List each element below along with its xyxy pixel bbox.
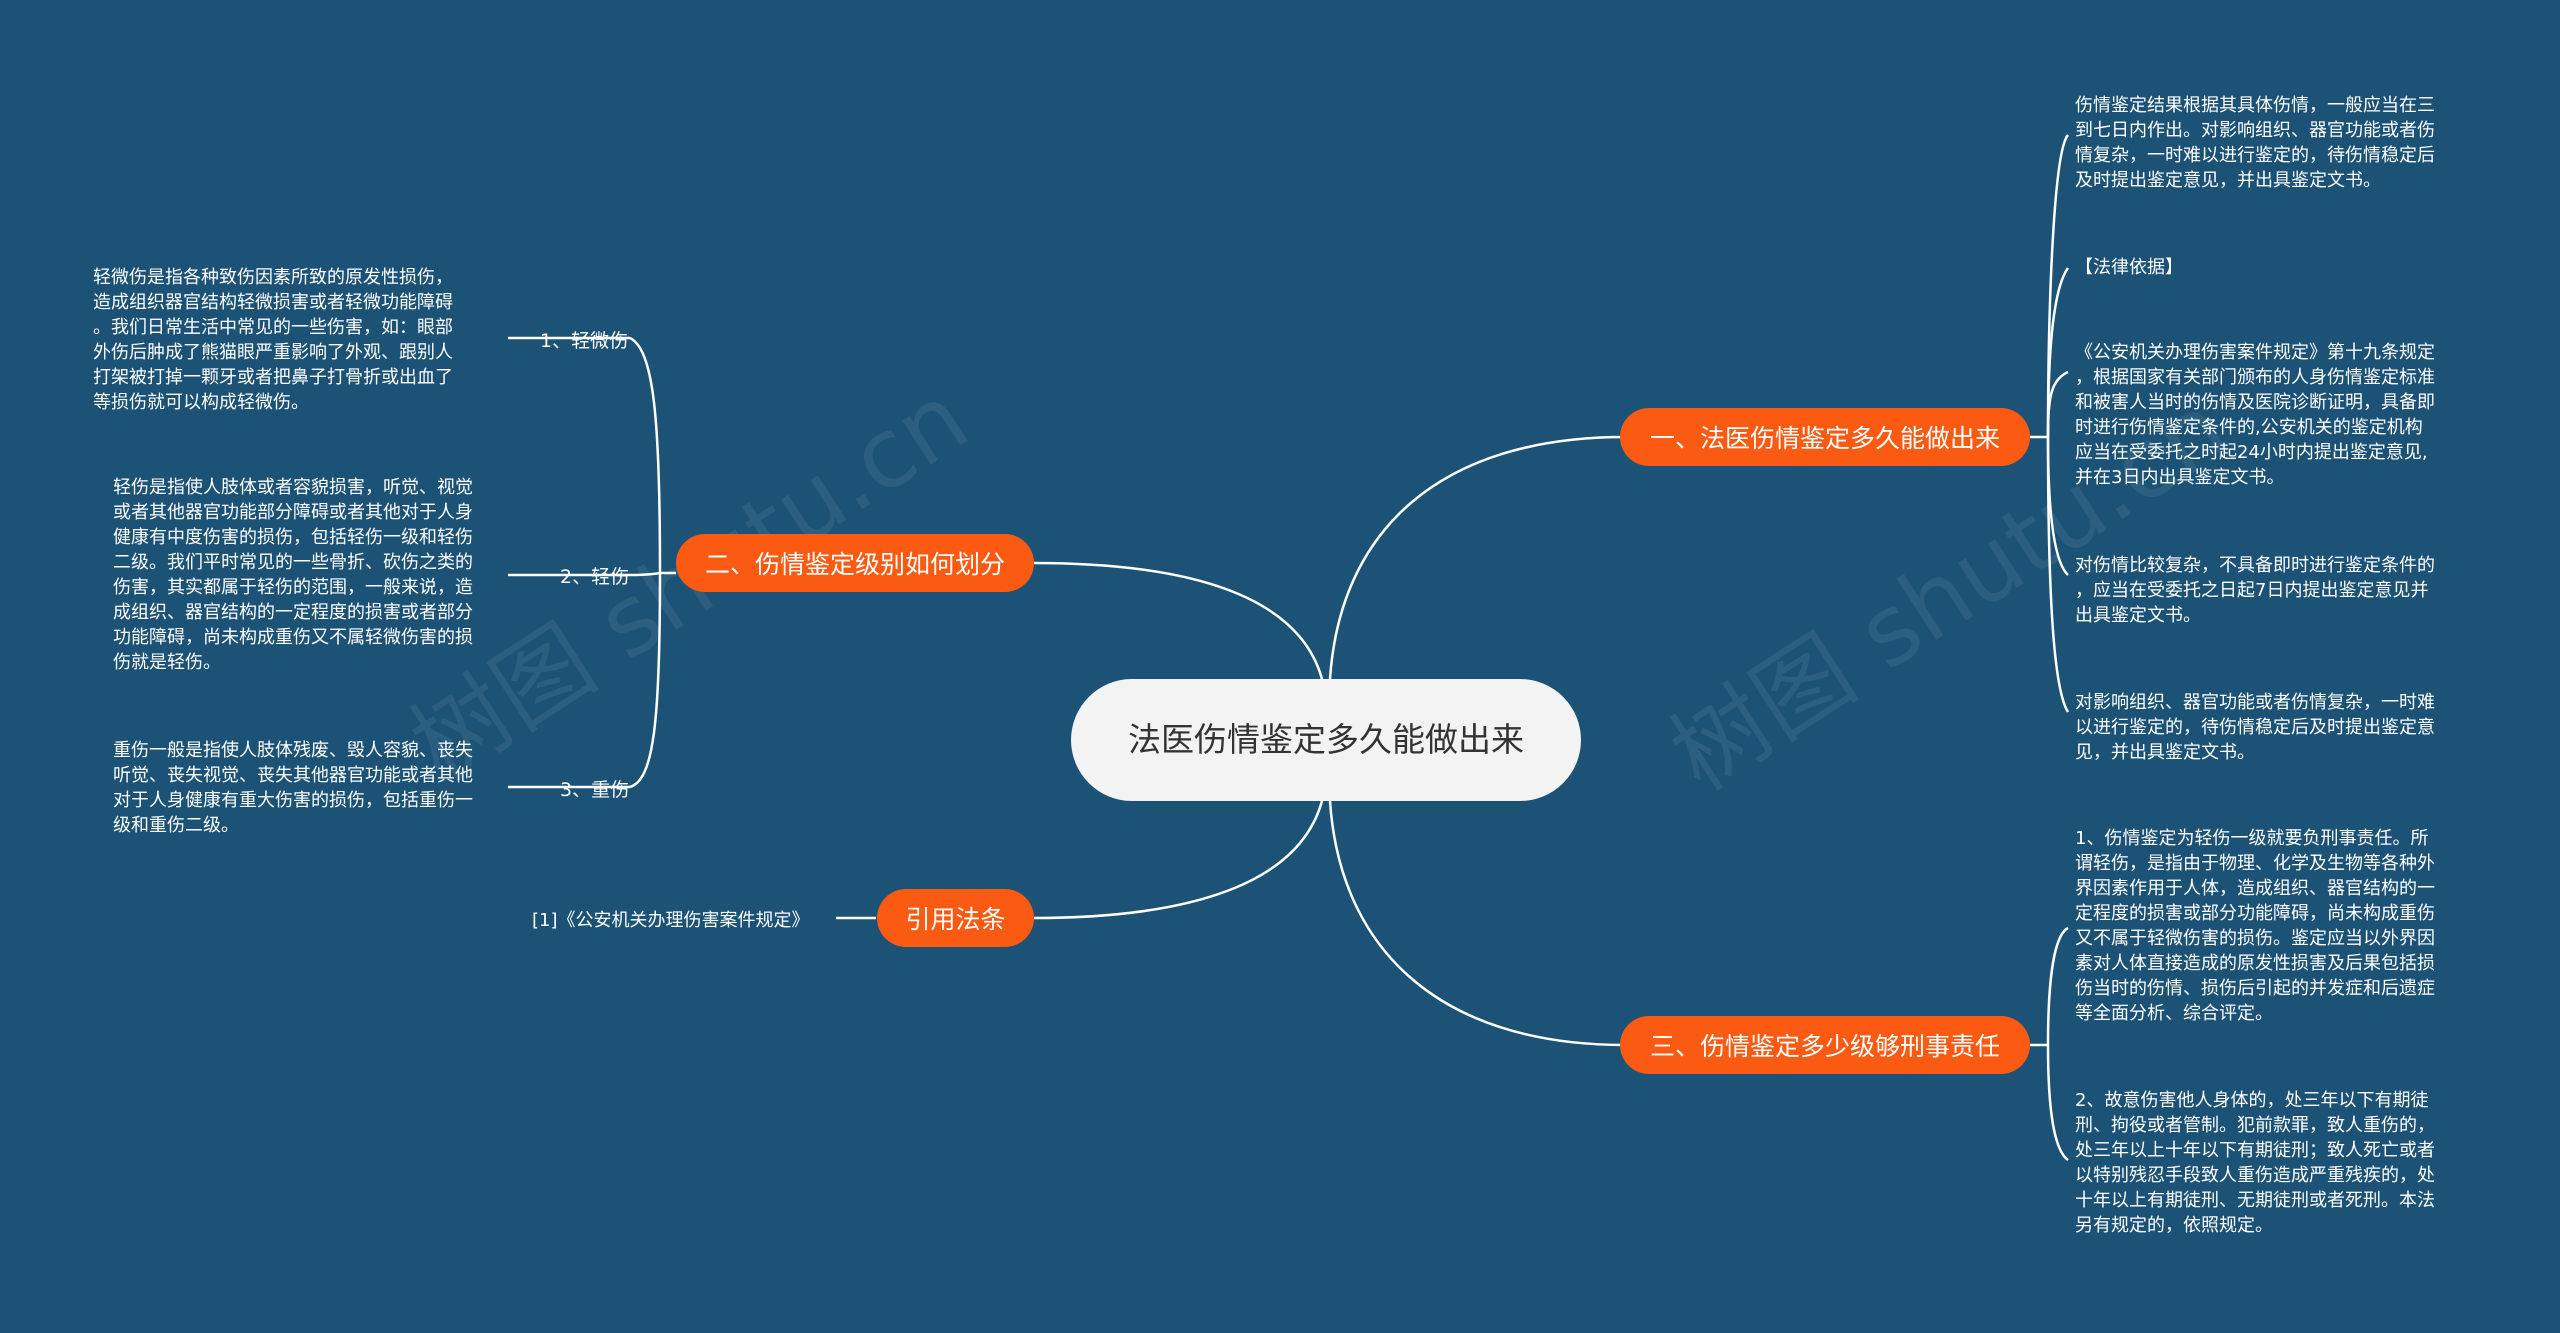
leaf-text: 1、伤情鉴定为轻伤一级就要负刑事责任。所 谓轻伤，是指由于物理、化学及生物等各种…: [2075, 828, 2435, 1024]
leaf-text: 轻微伤是指各种致伤因素所致的原发性损伤， 造成组织器官结构轻微损害或者轻微功能障…: [93, 267, 453, 413]
leaf-text: 轻伤是指使人肢体或者容貌损害，听觉、视觉 或者其他器官功能部分障碍或者其他对于人…: [113, 477, 473, 673]
root-node[interactable]: 法医伤情鉴定多久能做出来: [1071, 679, 1581, 801]
branch-label: 一、法医伤情鉴定多久能做出来: [1649, 424, 2000, 453]
leaf-text: 【法律依据】: [2075, 257, 2183, 278]
leaf-text: 《公安机关办理伤害案件规定》第十九条规定 ，根据国家有关部门颁布的人身伤情鉴定标…: [2075, 342, 2435, 488]
level-tag-serious: 3、重伤: [560, 779, 630, 801]
level-tag-minor: 1、轻微伤: [540, 330, 629, 352]
branch-label: 二、伤情鉴定级别如何划分: [704, 550, 1005, 579]
branch-label: 引用法条: [905, 905, 1006, 934]
branch-node-citation[interactable]: 引用法条: [877, 889, 1034, 947]
leaf-text: 重伤一般是指使人肢体残废、毁人容貌、丧失 听觉、丧失视觉、丧失其他器官功能或者其…: [113, 740, 473, 836]
root-title: 法医伤情鉴定多久能做出来: [1128, 720, 1524, 759]
branch-node-timing[interactable]: 一、法医伤情鉴定多久能做出来: [1620, 408, 2030, 466]
branch-label: 三、伤情鉴定多少级够刑事责任: [1649, 1032, 2000, 1061]
branch-node-criminal[interactable]: 三、伤情鉴定多少级够刑事责任: [1620, 1016, 2030, 1074]
citation-text: [1]《公安机关办理伤害案件规定》: [532, 910, 810, 931]
leaf-text: 对影响组织、器官功能或者伤情复杂，一时难 以进行鉴定的，待伤情稳定后及时提出鉴定…: [2075, 692, 2435, 763]
leaf-text: 对伤情比较复杂，不具备即时进行鉴定条件的 ，应当在受委托之日起7日内提出鉴定意见…: [2075, 555, 2435, 626]
leaf-text: 2、故意伤害他人身体的，处三年以下有期徒 刑、拘役或者管制。犯前款罪，致人重伤的…: [2075, 1090, 2435, 1236]
level-tag-light: 2、轻伤: [560, 566, 630, 588]
branch-node-levels[interactable]: 二、伤情鉴定级别如何划分: [676, 534, 1034, 592]
leaf-text: 伤情鉴定结果根据其具体伤情，一般应当在三 到七日内作出。对影响组织、器官功能或者…: [2075, 95, 2435, 191]
